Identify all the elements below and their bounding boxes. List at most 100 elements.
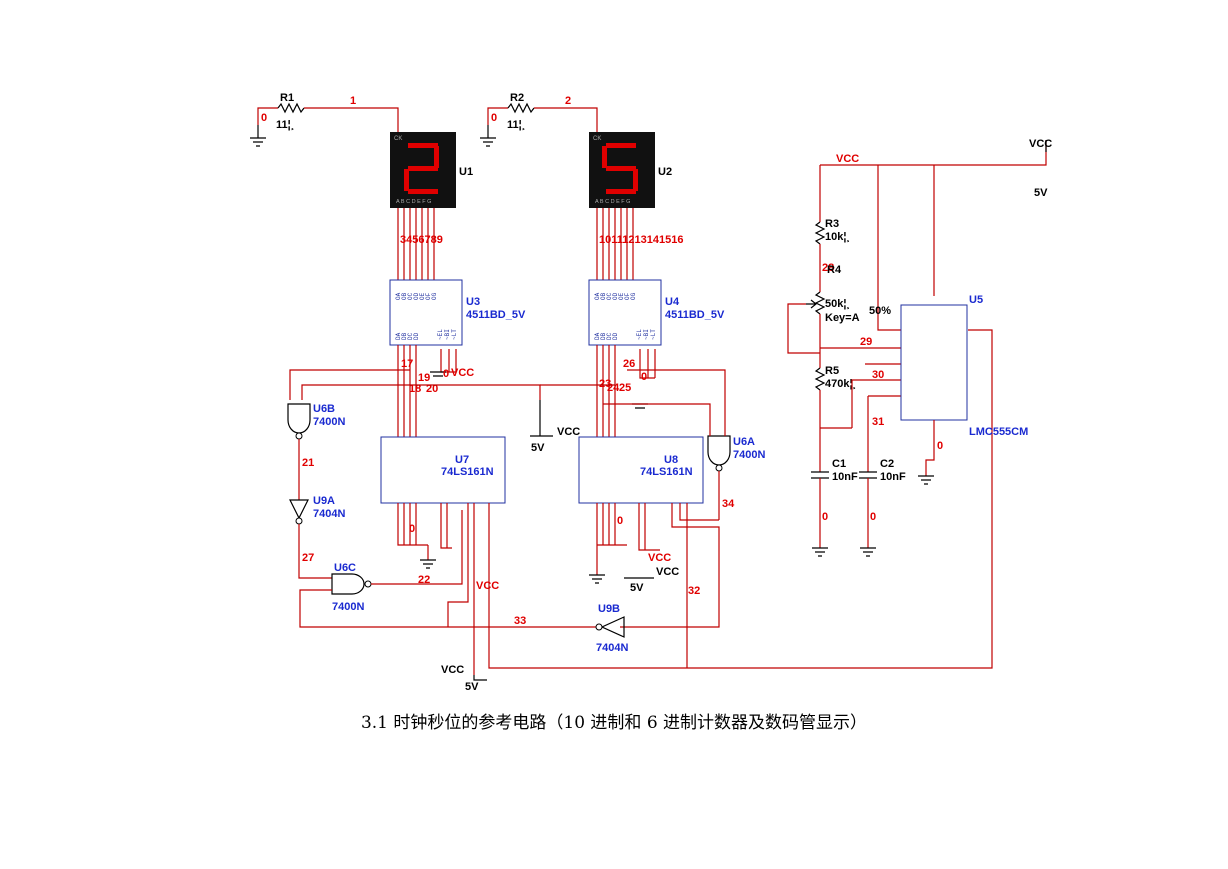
volt-bottom: 5V [465, 681, 479, 693]
net-30: 30 [872, 369, 884, 381]
capacitor-C2: C2 10nF 0 [859, 458, 906, 557]
counter-U7: U7 74LS161N [380, 436, 506, 504]
r3-ref: R3 [825, 218, 839, 230]
u4-pin-OB: OB [600, 292, 607, 300]
u1-segment-letters: A B C D E F G [396, 199, 431, 205]
resistor-R1: R1 11¦¸ 0 1 [250, 92, 399, 147]
u4-pin-~EL: ~EL [636, 329, 643, 340]
u6b-value: 7400N [313, 416, 345, 428]
net-33: 33 [514, 615, 526, 627]
u4-pin-OD: OD [612, 292, 619, 300]
volt-u8b: 5V [630, 582, 644, 594]
u6a-ref: U6A [733, 436, 755, 448]
u3-pin-OA: OA [395, 292, 402, 300]
u9b-ref: U9B [598, 603, 620, 615]
u3-ref: U3 [466, 296, 480, 308]
net-1: 1 [350, 95, 356, 107]
c2-value: 10nF [880, 471, 906, 483]
u3-pin-~EL: ~EL [437, 329, 444, 340]
u5-value: LMC555CM [969, 426, 1028, 438]
u8-ref: U8 [664, 454, 678, 466]
u5-ref: U5 [969, 294, 983, 306]
u3-pin-DC: DC [407, 332, 414, 340]
vcc-u3: VCC [451, 367, 474, 379]
u4-pin-~LT: ~LT [650, 329, 657, 340]
u8-value: 74LS161N [640, 466, 693, 478]
nand-gate-U6C: U6C 7400N [331, 562, 372, 613]
capacitor-C1: C1 10nF 0 [811, 458, 858, 557]
net-0-u5: 0 [937, 440, 943, 452]
c2-ref: C2 [880, 458, 894, 470]
net-bus-u2: 10111213141516 [599, 234, 683, 246]
u2-ck-label: CK [593, 136, 601, 142]
net-29: 29 [860, 336, 872, 348]
u4-pin-DD: DD [612, 332, 619, 340]
r4-key: Key=A [825, 312, 860, 324]
r4-setting: 50% [869, 305, 891, 317]
c1-value: 10nF [832, 471, 858, 483]
u3-pin-OB: OB [401, 292, 408, 300]
vcc-top-right: VCC [1029, 138, 1052, 150]
figure-caption: 3.1 时钟秒位的参考电路（10 进制和 6 进制计数器及数码管显示） [360, 713, 868, 733]
u1-ref: U1 [459, 166, 473, 178]
inverter-U9A: U9A 7404N [289, 495, 345, 525]
u3-pin-OD: OD [413, 292, 420, 300]
u3-pin-DB: DB [401, 332, 408, 340]
r5-ref: R5 [825, 365, 839, 377]
r2-value: 11¦¸ [507, 119, 525, 131]
u4-pin-DA: DA [594, 332, 601, 340]
r5-value: 470k¦¸ [825, 378, 856, 390]
u6c-value: 7400N [332, 601, 364, 613]
net-0-r2: 0 [491, 112, 497, 124]
u4-pin-DB: DB [600, 332, 607, 340]
u4-pin-OC: OC [606, 292, 613, 300]
u3-pin-OF: OF [425, 292, 432, 300]
net-34: 34 [722, 498, 735, 510]
volt-top-right: 5V [1034, 187, 1048, 199]
u9a-value: 7404N [313, 508, 345, 520]
net-25: 25 [619, 382, 631, 394]
u4-pin-OF: OF [624, 292, 631, 300]
u6c-ref: U6C [334, 562, 356, 574]
r2-ref: R2 [510, 92, 524, 104]
resistor-R5: R5 470k¦¸ [814, 365, 856, 472]
u6a-value: 7400N [733, 449, 765, 461]
r1-ref: R1 [280, 92, 294, 104]
net-0-u4: 0 [641, 371, 647, 383]
r4-value: 50k¦¸ [825, 298, 850, 310]
vcc-mid: VCC [557, 426, 580, 438]
resistor-R3: R3 10k¦¸ [814, 165, 850, 292]
r4-ref: R4 [827, 264, 842, 276]
r3-value: 10k¦¸ [825, 231, 850, 243]
u3-pin-OG: OG [431, 292, 438, 300]
net-0-u3: 0 [443, 368, 449, 380]
nand-gate-U6A: U6A 7400N [707, 435, 765, 472]
u4-ref: U4 [665, 296, 680, 308]
r1-value: 11¦¸ [276, 119, 294, 131]
net-0-u7: 0 [409, 523, 415, 535]
u9a-ref: U9A [313, 495, 335, 507]
net-28: 28 [822, 262, 834, 274]
timer-U5: U5 U5 LMC555CM LMC555CM [900, 294, 1028, 438]
u4-pin-OA: OA [594, 292, 601, 300]
counter-U8: U8 74LS161N [578, 436, 704, 504]
volt-mid: 5V [531, 442, 545, 454]
net-19: 19 [418, 372, 430, 384]
u4-pin-DC: DC [606, 332, 613, 340]
net-2: 2 [565, 95, 571, 107]
u4-pin-~BI: ~BI [643, 329, 650, 340]
decoder-U4: U4 4511BD_5V [588, 279, 725, 346]
potentiometer-R4: 50k¦¸ Key=A 50% [787, 291, 891, 368]
decoder-U3: U3 4511BD_5V [389, 279, 526, 346]
u3-pin-~LT: ~LT [451, 329, 458, 340]
net-21: 21 [302, 457, 314, 469]
u4-pin-OG: OG [630, 292, 637, 300]
net-26: 26 [623, 358, 635, 370]
u4-pin-OE: OE [618, 292, 625, 300]
net-18: 18 [409, 383, 421, 395]
u3-pin-DD: DD [413, 332, 420, 340]
schematic-canvas: R1 11¦¸ 0 1 R2 11¦¸ 0 2 CK A B C D E F G… [250, 92, 1052, 693]
u7-ref: U7 [455, 454, 469, 466]
net-0-u8: 0 [617, 515, 623, 527]
u1-ck-label: CK [394, 136, 402, 142]
